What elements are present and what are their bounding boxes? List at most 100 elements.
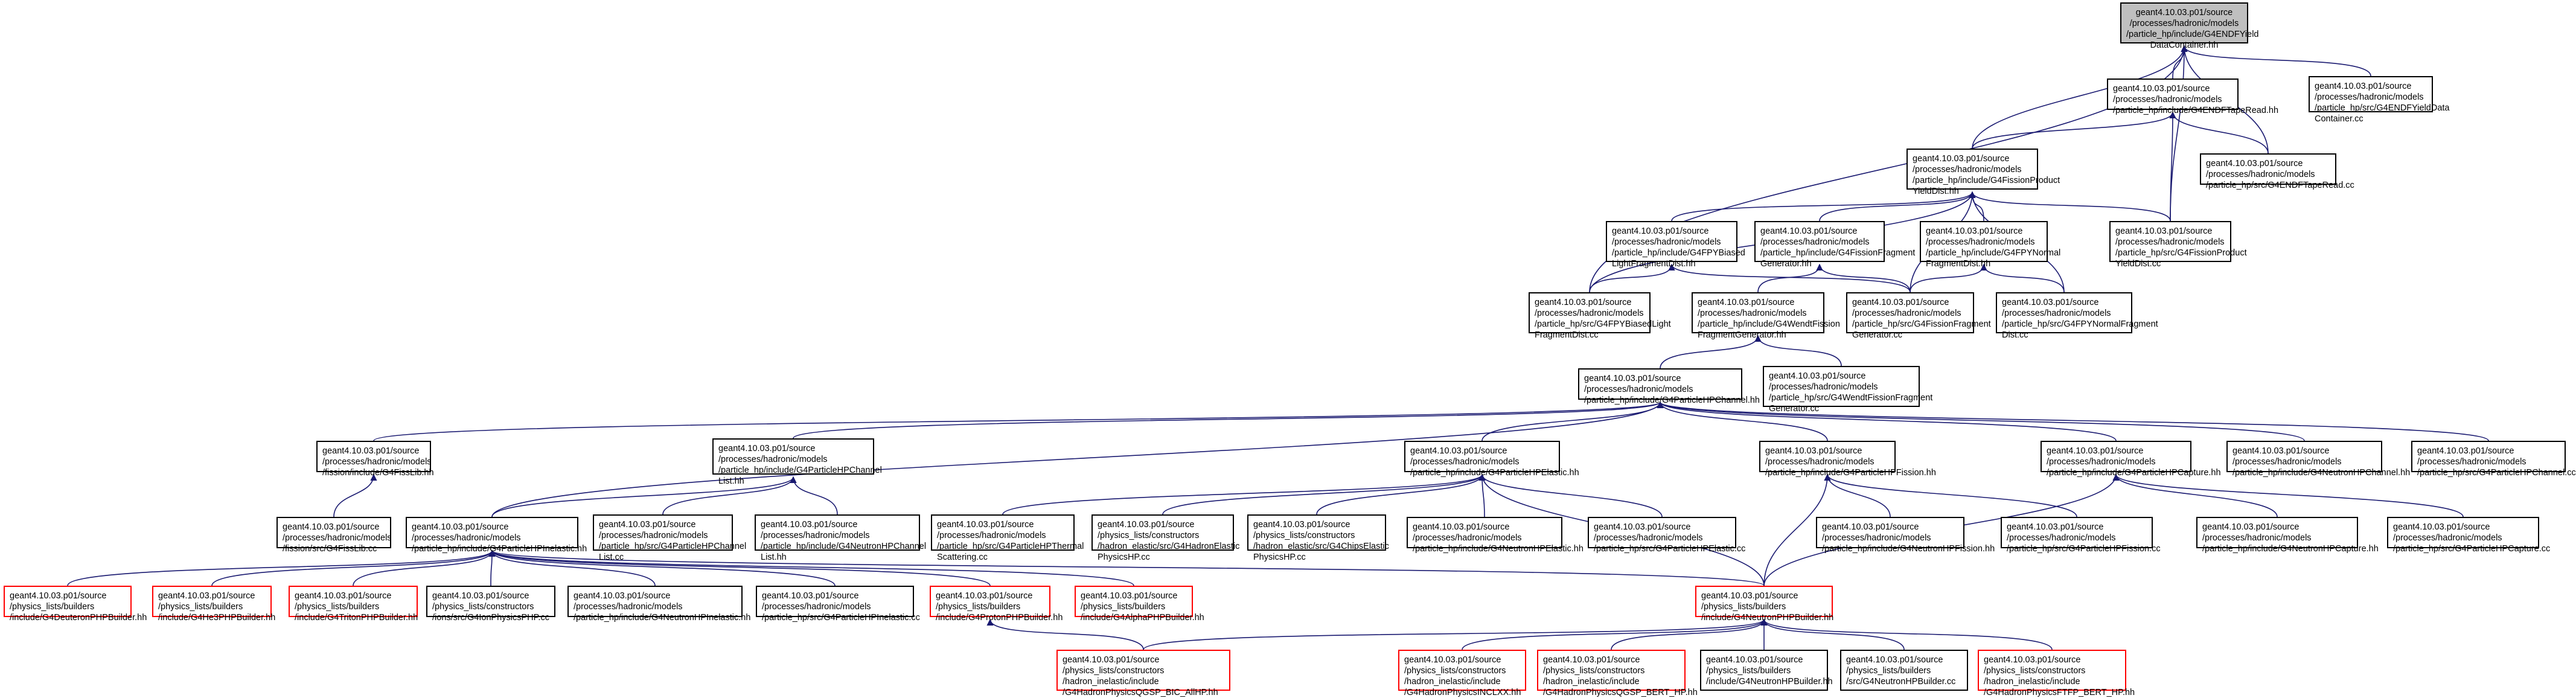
file-node-fpyBiasedHH[interactable]: geant4.10.03.p01/source/processes/hadron… <box>1606 221 1745 269</box>
file-node-captureCC[interactable]: geant4.10.03.p01/source/processes/hadron… <box>2387 517 2550 554</box>
node-label-line: /processes/hadronic/models <box>2393 533 2502 543</box>
file-node-ionPhysPHP[interactable]: geant4.10.03.p01/source/physics_lists/co… <box>426 586 555 623</box>
node-label-line: /particle_hp/src/G4ParticleHPChannel.cc <box>2417 468 2576 478</box>
node-label-line: /physics_lists/builders <box>1701 602 1786 612</box>
file-node-tapeReadCC[interactable]: geant4.10.03.p01/source/processes/hadron… <box>2200 153 2354 190</box>
file-node-tapeReadHH[interactable]: geant4.10.03.p01/source/processes/hadron… <box>2107 78 2278 115</box>
node-label-line: List.hh <box>761 552 787 562</box>
file-node-fissionHH[interactable]: geant4.10.03.p01/source/processes/hadron… <box>1759 441 1936 478</box>
file-node-qgspBertHP[interactable]: geant4.10.03.p01/source/physics_lists/co… <box>1537 650 1698 697</box>
file-node-fpyNormalHH[interactable]: geant4.10.03.p01/source/processes/hadron… <box>1920 221 2060 269</box>
edge-fissionHH-to-channelHH <box>1657 401 1828 441</box>
file-node-nFissionHH[interactable]: geant4.10.03.p01/source/processes/hadron… <box>1816 517 1995 554</box>
file-node-fissionProdHH[interactable]: geant4.10.03.p01/source/processes/hadron… <box>1906 149 2060 196</box>
file-node-wendtCC[interactable]: geant4.10.03.p01/source/processes/hadron… <box>1763 366 1932 414</box>
file-node-fissionFragGenCC[interactable]: geant4.10.03.p01/source/processes/hadron… <box>1846 292 1991 340</box>
file-node-nChannelListHH[interactable]: geant4.10.03.p01/source/processes/hadron… <box>755 514 926 562</box>
node-label-line: /processes/hadronic/models <box>2115 237 2225 247</box>
file-node-channelListCC[interactable]: geant4.10.03.p01/source/processes/hadron… <box>593 514 746 562</box>
node-label-line: /fission/include/G4FissLib.hh <box>322 468 434 478</box>
node-label-line: /particle_hp/include/G4ParticleHPChannel <box>718 466 882 475</box>
file-node-fpyNormalCC[interactable]: geant4.10.03.p01/source/processes/hadron… <box>1996 292 2158 340</box>
file-node-chipsElasticPhysHP[interactable]: geant4.10.03.p01/source/physics_lists/co… <box>1247 514 1389 562</box>
file-node-qgspBicAllHP[interactable]: geant4.10.03.p01/source/physics_lists/co… <box>1056 650 1230 697</box>
node-label-line: geant4.10.03.p01/source <box>1913 154 2010 164</box>
node-label-line: /particle_hp/include/G4FissionFragment <box>1760 248 1916 258</box>
file-node-fissionProdCC[interactable]: geant4.10.03.p01/source/processes/hadron… <box>2109 221 2247 269</box>
edge-neutronPHP-to-inelasticHH <box>488 549 1765 586</box>
node-label-line: /include/G4DeuteronPHPBuilder.hh <box>10 613 147 623</box>
node-label-line: PhysicsHP.cc <box>1098 552 1150 562</box>
node-label-line: /particle_hp/include/G4NeutronHPElastic.… <box>1413 544 1584 554</box>
file-node-tritonPHP[interactable]: geant4.10.03.p01/source/physics_lists/bu… <box>289 586 418 623</box>
node-label-line: /processes/hadronic/models <box>2113 95 2222 104</box>
node-label-line: /particle_hp/include/G4FissionProduct <box>1913 176 2060 185</box>
node-label-line: Generator.hh <box>1760 259 1812 269</box>
file-node-elasticCC[interactable]: geant4.10.03.p01/source/processes/hadron… <box>1588 517 1745 554</box>
node-label-line: /processes/hadronic/models <box>1698 309 1807 318</box>
node-label-line: /particle_hp/src/G4ParticleHPCapture.cc <box>2393 544 2551 554</box>
edge-inelasticHH-to-channelHH <box>491 401 1664 517</box>
file-node-nInelasticHH[interactable]: geant4.10.03.p01/source/processes/hadron… <box>567 586 750 623</box>
file-node-nChannelHH[interactable]: geant4.10.03.p01/source/processes/hadron… <box>2226 441 2410 478</box>
node-label-line: /ions/src/G4IonPhysicsPHP.cc <box>432 613 549 623</box>
file-node-wendtHH[interactable]: geant4.10.03.p01/source/processes/hadron… <box>1692 292 1840 340</box>
node-label-line: geant4.10.03.p01/source <box>2115 226 2213 236</box>
file-node-fissLibCC[interactable]: geant4.10.03.p01/source/processes/hadron… <box>276 517 392 554</box>
file-node-alphaPHP[interactable]: geant4.10.03.p01/source/physics_lists/bu… <box>1075 586 1204 623</box>
file-node-channelHH[interactable]: geant4.10.03.p01/source/processes/hadron… <box>1578 368 1760 405</box>
file-node-nCaptureHH[interactable]: geant4.10.03.p01/source/processes/hadron… <box>2196 517 2379 554</box>
node-label-line: /hadron_inelastic/include <box>1984 677 2080 687</box>
node-label-line: /physics_lists/builders <box>295 602 380 612</box>
edge-fissionCC-to-fissionHH <box>1824 473 2077 517</box>
file-node-fissLibHH[interactable]: geant4.10.03.p01/source/processes/hadron… <box>316 441 434 478</box>
file-node-he3PHP[interactable]: geant4.10.03.p01/source/physics_lists/bu… <box>152 586 275 623</box>
file-node-channelCC[interactable]: geant4.10.03.p01/source/processes/hadron… <box>2411 441 2576 478</box>
file-node-deuteronPHP[interactable]: geant4.10.03.p01/source/physics_lists/bu… <box>4 586 147 623</box>
file-node-thermalCC[interactable]: geant4.10.03.p01/source/processes/hadron… <box>931 514 1084 562</box>
file-node-captureHH[interactable]: geant4.10.03.p01/source/processes/hadron… <box>2041 441 2221 478</box>
file-node-nElasticHH[interactable]: geant4.10.03.p01/source/processes/hadron… <box>1407 517 1584 554</box>
node-label-line: geant4.10.03.p01/source <box>1584 374 1681 383</box>
file-node-inelasticCC[interactable]: geant4.10.03.p01/source/processes/hadron… <box>756 586 920 623</box>
file-node-nHPBuilderHH[interactable]: geant4.10.03.p01/source/physics_lists/bu… <box>1700 650 1833 691</box>
edge-fpyNormalCC-to-fpyNormalHH <box>1980 263 2065 293</box>
node-label-line: /hadron_inelastic/include <box>1063 677 1159 687</box>
file-node-hadronElasticPhysHP[interactable]: geant4.10.03.p01/source/physics_lists/co… <box>1091 514 1239 562</box>
node-label-line: geant4.10.03.p01/source <box>2047 446 2144 456</box>
node-label-line: geant4.10.03.p01/source <box>2135 8 2233 18</box>
node-label-line: /processes/hadronic/models <box>937 531 1046 540</box>
node-label-line: geant4.10.03.p01/source <box>1413 522 1510 532</box>
file-node-channelListHH[interactable]: geant4.10.03.p01/source/processes/hadron… <box>712 438 882 486</box>
file-node-protonPHP[interactable]: geant4.10.03.p01/source/physics_lists/bu… <box>930 586 1063 623</box>
file-node-fpyBiasedCC[interactable]: geant4.10.03.p01/source/processes/hadron… <box>1529 292 1671 340</box>
node-label-line: List.cc <box>599 552 624 562</box>
node-label-line: geant4.10.03.p01/source <box>1081 591 1178 601</box>
node-label-line: /particle_hp/include/G4NeutronHPChannel.… <box>2232 468 2411 478</box>
file-node-inelasticHH[interactable]: geant4.10.03.p01/source/processes/hadron… <box>406 517 587 554</box>
node-label-line: geant4.10.03.p01/source <box>1769 371 1866 381</box>
node-label-line: geant4.10.03.p01/source <box>432 591 529 601</box>
edge-hadronElasticPhysHP-to-elasticHH <box>1162 473 1486 515</box>
file-node-inclxx[interactable]: geant4.10.03.p01/source/physics_lists/co… <box>1398 650 1526 697</box>
file-node-nHPBuilderCC[interactable]: geant4.10.03.p01/source/physics_lists/bu… <box>1840 650 1968 691</box>
file-node-fissionFragGenHH[interactable]: geant4.10.03.p01/source/processes/hadron… <box>1754 221 1916 269</box>
node-label-line: /processes/hadronic/models <box>2232 457 2342 467</box>
node-label-line: /particle_hp/src/G4ENDFYieldData <box>2315 103 2450 113</box>
node-label-line: /physics_lists/builders <box>158 602 243 612</box>
node-label-line: geant4.10.03.p01/source <box>1822 522 1919 532</box>
file-node-ftfpBertHP[interactable]: geant4.10.03.p01/source/physics_lists/co… <box>1978 650 2135 697</box>
file-node-elasticHH[interactable]: geant4.10.03.p01/source/processes/hadron… <box>1404 441 1579 478</box>
edge-nHPBuilderCC-to-neutronPHP <box>1760 618 1905 650</box>
node-label-line: /G4HadronPhysicsQGSP_BERT_HP.hh <box>1543 688 1698 697</box>
file-node-yieldCC[interactable]: geant4.10.03.p01/source/processes/hadron… <box>2309 76 2450 124</box>
file-node-neutronPHP[interactable]: geant4.10.03.p01/source/physics_lists/bu… <box>1695 586 1833 623</box>
file-node-fissionCC[interactable]: geant4.10.03.p01/source/processes/hadron… <box>2001 517 2161 554</box>
node-label-line: /include/G4ProtonPHPBuilder.hh <box>936 613 1063 623</box>
node-label-line: /processes/hadronic/models <box>1852 309 1961 318</box>
node-label-line: geant4.10.03.p01/source <box>1098 520 1195 530</box>
node-label-line: /processes/hadronic/models <box>1584 385 1693 394</box>
node-label-line: /physics_lists/constructors <box>1253 531 1355 540</box>
node-label-line: /processes/hadronic/models <box>761 531 870 540</box>
node-label-line: geant4.10.03.p01/source <box>1760 226 1858 236</box>
